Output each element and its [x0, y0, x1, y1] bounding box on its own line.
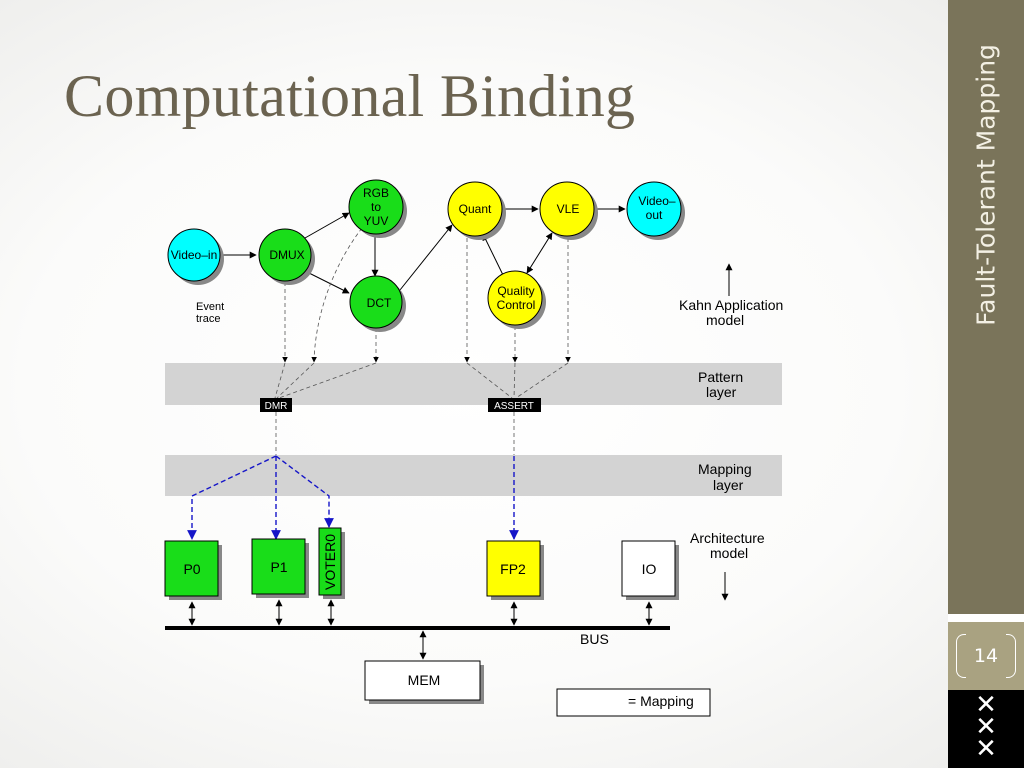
- edge-qc-vle: [526, 232, 553, 274]
- fan-assert-2: [513, 362, 516, 399]
- assert-label: ASSERT: [494, 401, 534, 412]
- pattern-layer-band: [165, 363, 782, 405]
- node-dmux: [258, 228, 312, 282]
- map-dmr-voter: [275, 455, 334, 528]
- event-trace-1: Event: [196, 301, 224, 313]
- page-number-bracket-left: [956, 634, 966, 678]
- kahn-label-1: Kahn Application: [679, 297, 783, 313]
- dmr-label: DMR: [265, 401, 288, 412]
- mapping-label-2: layer: [713, 477, 744, 493]
- kahn-label-2: model: [706, 312, 744, 328]
- page-number: 14: [973, 645, 999, 667]
- mapping-label-1: Mapping: [698, 461, 752, 477]
- label-vle: VLE: [557, 202, 580, 216]
- dmr-tag: [260, 398, 292, 412]
- fan-assert-1: [466, 362, 513, 399]
- label-video-in: Video–in: [171, 248, 218, 262]
- p1-label: P1: [270, 559, 287, 575]
- node-vle: [539, 181, 595, 237]
- edge-dmux-dct: [304, 270, 350, 294]
- label-rgb-1: RGB: [363, 186, 389, 200]
- fan-dmr-2: [276, 362, 315, 399]
- label-qc-2: Control: [497, 298, 536, 312]
- mem-box: [364, 660, 481, 701]
- pattern-label-1: Pattern: [698, 369, 743, 385]
- node-dct: [349, 275, 403, 329]
- label-rgb-2: to: [371, 200, 381, 214]
- page-number-panel: [948, 622, 1024, 690]
- node-quant: [447, 181, 503, 237]
- legend-box: [556, 688, 711, 717]
- voter-label: VOTER0: [322, 534, 338, 590]
- legend-label: = Mapping: [628, 693, 694, 709]
- bus-label: BUS: [580, 631, 609, 647]
- io-label: IO: [642, 561, 657, 577]
- fan-dmr-3: [278, 362, 377, 399]
- label-qc-1: Quality: [497, 284, 534, 298]
- node-quality-control: [487, 270, 543, 326]
- fan-assert-3: [515, 362, 569, 399]
- label-rgb-3: YUV: [364, 214, 389, 228]
- p0-label: P0: [183, 561, 200, 577]
- trace-rgb: [311, 227, 363, 363]
- slide-title: Computational Binding: [64, 63, 636, 129]
- mapping-layer-band: [165, 455, 782, 496]
- node-rgb-to-yuv: [348, 179, 404, 235]
- edge-dmux-rgb: [304, 212, 350, 239]
- logo-panel: [948, 690, 1024, 768]
- proc-voter0: [318, 527, 342, 596]
- sidebar-divider: [948, 614, 1024, 622]
- label-video-out-1: Video–: [638, 194, 675, 208]
- sidebar-panel: [948, 0, 1024, 614]
- edge-dct-quant: [399, 224, 453, 291]
- proc-io: [621, 540, 676, 597]
- event-trace-2: trace: [196, 313, 220, 325]
- fan-dmr-1: [274, 362, 286, 399]
- label-quant: Quant: [459, 202, 492, 216]
- proc-p0: [164, 540, 219, 597]
- proc-p1: [251, 538, 306, 595]
- node-video-out: [626, 181, 682, 237]
- mem-label: MEM: [408, 672, 441, 688]
- arch-label-2: model: [710, 545, 748, 561]
- arch-label-1: Architecture: [690, 530, 765, 546]
- assert-tag: [488, 398, 541, 412]
- node-video-in: [167, 228, 221, 282]
- proc-fp2: [486, 540, 541, 597]
- university-logo: ✕✕✕: [975, 690, 997, 764]
- label-video-out-2: out: [646, 208, 663, 222]
- edge-qc-quant: [482, 233, 504, 276]
- label-dct: DCT: [367, 296, 392, 310]
- fp2-label: FP2: [500, 561, 526, 577]
- map-dmr-p0: [187, 455, 277, 540]
- label-dmux: DMUX: [269, 248, 304, 262]
- pattern-label-2: layer: [706, 384, 737, 400]
